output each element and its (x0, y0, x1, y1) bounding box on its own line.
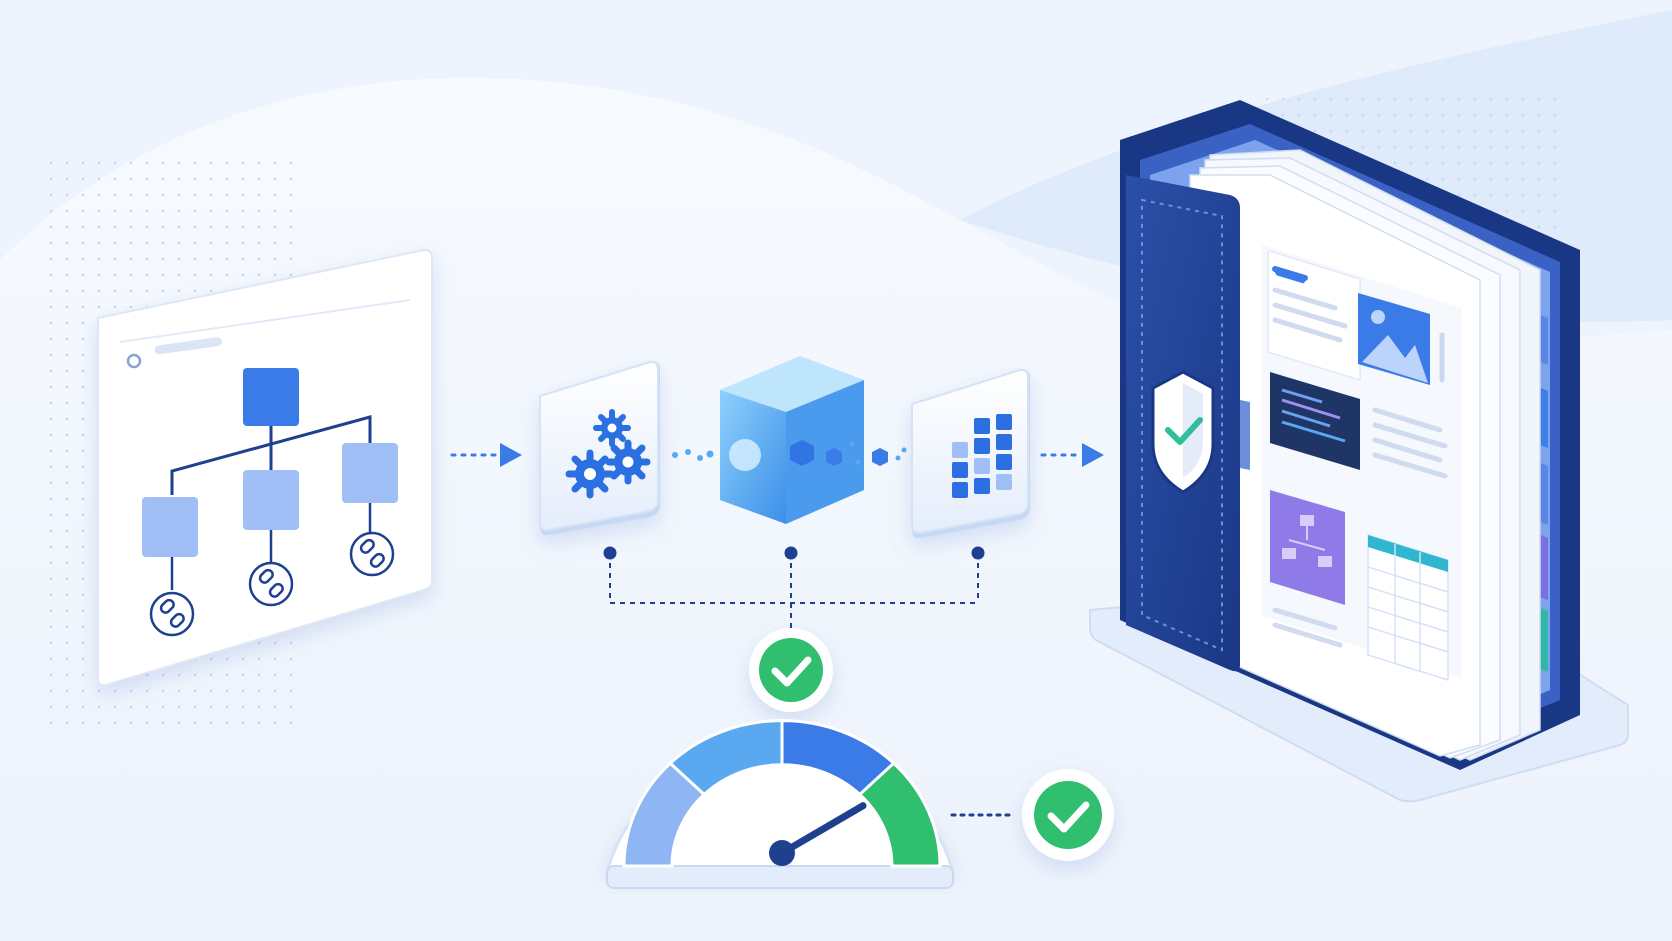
grid-tile (911, 368, 1030, 539)
code-block (1270, 372, 1360, 470)
window-dot-icon (126, 353, 142, 369)
gauge-needle (769, 802, 867, 866)
child-node-1 (142, 497, 198, 557)
link-icon (248, 561, 294, 607)
connector-node (971, 546, 985, 560)
panel-title-placeholder (154, 337, 223, 355)
link-icon (149, 591, 195, 637)
grid-blocks-icon (952, 414, 1012, 498)
data-cube-icon (720, 356, 907, 524)
particle-stream-1 (672, 449, 714, 461)
check-circle-icon (749, 628, 833, 712)
flowchart-thumbnail-icon (1270, 490, 1345, 605)
connector-node (784, 546, 798, 560)
gauge-segments (622, 719, 942, 868)
gears-icon (565, 409, 651, 499)
table-thumbnail-icon (1367, 533, 1449, 682)
link-icon (349, 531, 395, 577)
sitemap-panel (97, 248, 433, 687)
image-placeholder-icon (1358, 293, 1430, 385)
speed-gauge (606, 719, 954, 889)
child-node-3 (342, 443, 398, 503)
check-circle-icon (1022, 769, 1114, 861)
flow-arrow-2 (1040, 443, 1104, 467)
validation-connector (609, 553, 979, 630)
child-node-2 (243, 470, 299, 530)
gauge-segment (857, 761, 942, 868)
page-content (1262, 245, 1462, 682)
shield-check-icon (1151, 370, 1215, 494)
flow-arrow-1 (450, 443, 522, 467)
connector-node (603, 546, 617, 560)
gears-tile (539, 360, 660, 536)
sitemap-hierarchy-icon (142, 368, 398, 590)
documentation-binder (1089, 100, 1629, 803)
root-node (243, 368, 299, 426)
